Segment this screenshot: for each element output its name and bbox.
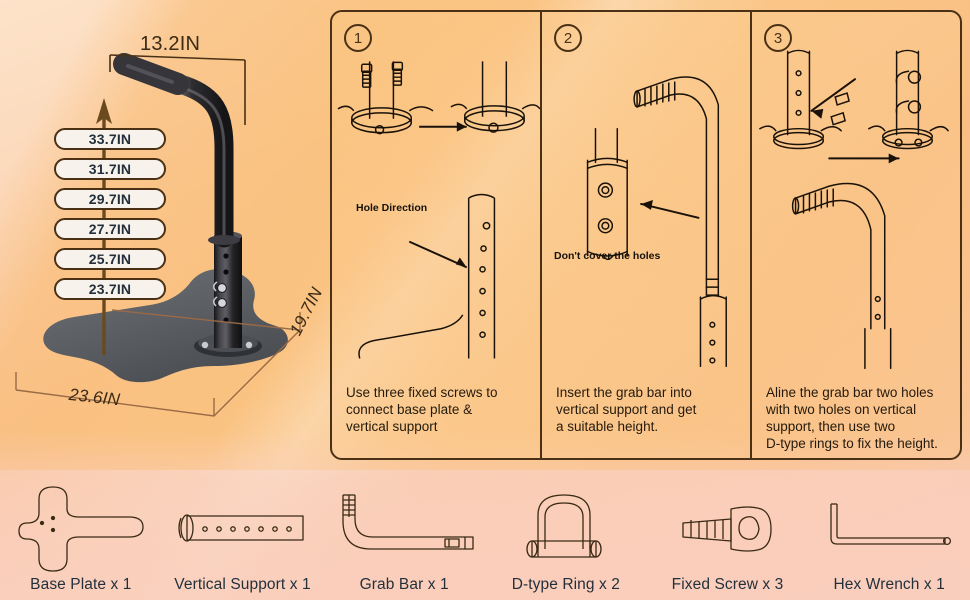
flange-ellipse [351,112,412,134]
base-dimension-box [15,309,302,417]
telescoping-collar [208,235,240,245]
part-label: Base Plate x 1 [30,576,132,593]
step-3-illustration [759,49,949,370]
grab-bar-outline [636,76,720,280]
base-plate-icon [0,482,162,574]
support-hole [480,245,487,252]
flange-screw [245,341,253,349]
flange-screw [201,341,209,349]
support-hole-highlight [597,218,614,234]
part-label: Grab Bar x 1 [359,576,449,593]
support-hole [479,287,486,295]
part-base-plate: Base Plate x 1 [0,462,162,600]
d-ring-floating [830,92,850,126]
installed-screw-head [488,122,499,133]
fixed-screw-icon [647,482,809,574]
height-option: 29.7IN [54,188,166,210]
height-option: 31.7IN [54,158,166,180]
d-ring-installed [895,70,922,84]
fixed-screw-inserting [360,63,373,88]
d-ring-installed [895,100,922,114]
installed-d-ring [212,281,227,293]
grab-bar-icon [323,482,485,574]
step-2-caption: Insert the grab bar into vertical suppor… [556,385,697,434]
height-options-list: 33.7IN 31.7IN 29.7IN 27.7IN 25.7IN 23.7I… [54,128,166,308]
product-photo-illustration [15,53,302,417]
step-number-badge: 2 [554,24,582,52]
assembled-grab-bar [794,182,886,330]
fixed-screw-inserting [391,61,404,86]
vertical-support-icon [162,482,324,574]
grip-highlight [126,64,174,84]
support-closeup [586,159,628,257]
hex-wrench-icon [808,482,970,574]
flange-ellipse [773,131,825,150]
part-fixed-screw: Fixed Screw x 3 [647,462,809,600]
height-option: 25.7IN [54,248,166,270]
adjustment-hole [223,253,229,259]
grab-bar-highlight [148,73,226,240]
height-option: 33.7IN [54,128,166,150]
step-3: 3 [750,12,960,458]
step-number-badge: 1 [344,24,372,52]
part-label: D-type Ring x 2 [511,576,621,593]
width-dimension-line [109,54,246,125]
support-hole [482,221,491,230]
adjustment-hole [223,269,229,275]
support-hole-highlight [597,182,614,198]
installed-d-ring [212,296,227,308]
part-label: Hex Wrench x 1 [833,576,945,593]
vertical-support-tube [214,236,242,348]
step-1-caption: Use three fixed screws to connect base p… [346,385,498,434]
d-type-ring-icon [485,482,647,574]
step-2: 2 [540,12,750,458]
support-hole [479,331,486,339]
step-1-note: Hole Direction [356,202,428,214]
part-vertical-support: Vertical Support x 1 [162,462,324,600]
width-dimension-label: 13.2IN [140,33,201,55]
support-hole [479,266,486,273]
part-label: Fixed Screw x 3 [671,576,784,593]
part-grab-bar: Grab Bar x 1 [323,462,485,600]
step-3-caption: Aline the grab bar two holes with two ho… [766,385,938,451]
step-1: 1 [332,12,540,458]
step-2-illustration [586,76,727,368]
support-hole [479,309,486,317]
product-dimension-diagram: 33.7IN 31.7IN 29.7IN 27.7IN 25.7IN 23.7I… [0,0,326,455]
step-number-badge: 3 [764,24,792,52]
assembly-steps-panel: 1 [330,10,962,460]
part-hex-wrench: Hex Wrench x 1 [808,462,970,600]
flange-hole [374,124,385,135]
height-option: 23.7IN [54,278,166,300]
step-2-note: Don't cover the holes [554,250,661,262]
step-1-illustration [337,61,540,359]
height-option: 27.7IN [54,218,166,240]
parts-list: Base Plate x 1 [0,462,970,600]
part-label: Vertical Support x 1 [174,576,311,593]
part-d-type-ring: D-type Ring x 2 [485,462,647,600]
